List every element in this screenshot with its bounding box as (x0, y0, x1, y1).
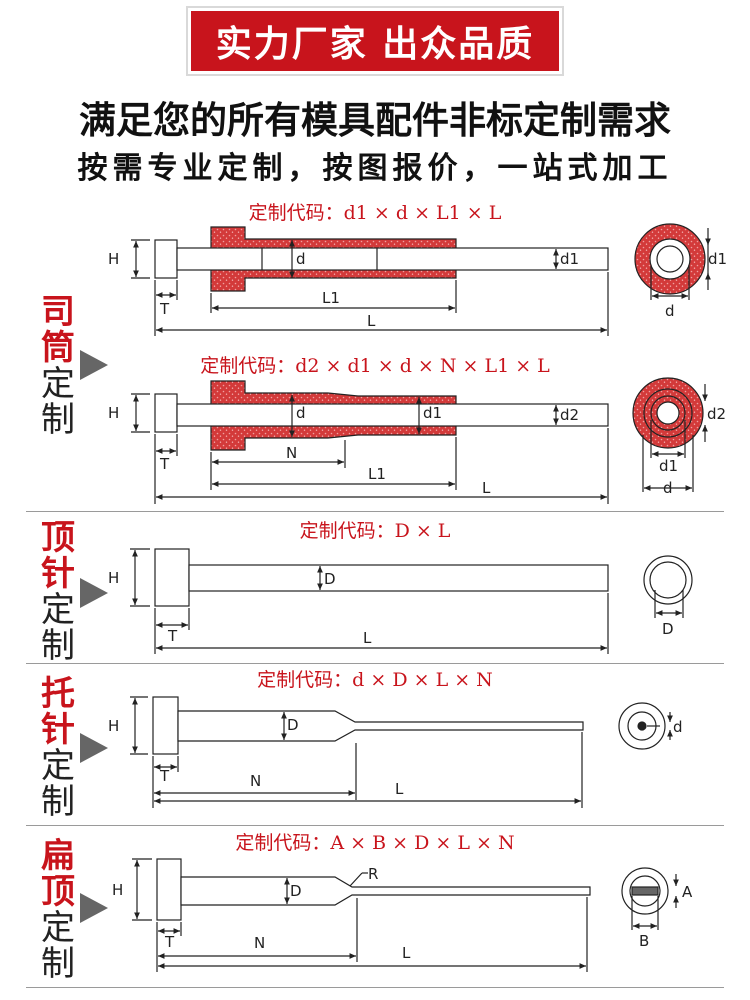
side-char: 制 (41, 944, 75, 984)
dim-label: N (254, 934, 265, 952)
side-char: 扁 (41, 836, 75, 876)
separator (26, 511, 724, 512)
side-char: 托 (41, 674, 75, 714)
side-char: 制 (41, 400, 75, 440)
separator (26, 987, 724, 988)
dim-label: L1 (368, 465, 386, 483)
subheadline: 按需专业定制，按图报价，一站式加工 (77, 151, 673, 186)
separator (26, 825, 724, 826)
flat-pin-code: 定制代码：A × B × D × L × N (235, 832, 515, 854)
side-char: 筒 (41, 328, 75, 368)
dim-label: N (286, 444, 297, 462)
dim-label: D (324, 570, 336, 588)
side-label-stepped: 托 针 定 制 (36, 676, 80, 820)
dim-label: L (395, 780, 404, 798)
dim-label: L1 (322, 289, 340, 307)
dim-label: L (363, 629, 372, 647)
dim-label: H (108, 569, 119, 587)
side-char: 定 (41, 908, 75, 948)
dim-label: T (159, 300, 170, 318)
side-label-flat: 扁 顶 定 制 (36, 838, 80, 982)
side-char: 制 (41, 782, 75, 822)
side-char: 定 (41, 590, 75, 630)
dim-label: T (159, 767, 170, 785)
dim-label: d (673, 718, 683, 736)
dim-label: T (164, 933, 175, 951)
dim-label: d (296, 404, 306, 422)
dim-label: H (108, 404, 119, 422)
dim-label: d1 (423, 404, 442, 422)
dim-label: d1 (708, 250, 727, 268)
side-char: 定 (41, 746, 75, 786)
sleeve-drawing-1: H T d d1 L1 L d1 (108, 223, 727, 336)
play-arrow-icon (80, 733, 108, 763)
sleeve-code-1: 定制代码：d1 × d × L1 × L (248, 202, 502, 224)
side-char: 制 (41, 626, 75, 666)
dim-label: d1 (560, 250, 579, 268)
side-char: 定 (41, 364, 75, 404)
side-char: 顶 (41, 518, 75, 558)
dim-label: T (159, 455, 170, 473)
separator (26, 663, 724, 664)
dim-label: d (663, 479, 673, 497)
banner: 实力厂家 出众品质 (188, 8, 562, 74)
side-label-ejector: 顶 针 定 制 (36, 520, 80, 664)
dim-label: A (682, 883, 693, 901)
dim-label: T (167, 627, 178, 645)
dim-label: B (639, 932, 649, 950)
side-char: 顶 (41, 872, 75, 912)
stepped-pin-drawing: H T D N L d (108, 696, 683, 808)
play-arrow-icon (80, 893, 108, 923)
ejector-code: 定制代码：D × L (299, 520, 451, 542)
dim-label: H (108, 717, 119, 735)
play-arrow-icon (80, 578, 108, 608)
dim-label: D (290, 882, 302, 900)
sleeve-drawing-2: H T d d1 d2 N L1 L (108, 377, 726, 504)
ejector-pin-drawing: H T D L D (108, 548, 693, 654)
side-label-sleeve: 司 筒 定 制 (36, 294, 80, 438)
dim-label: H (112, 881, 123, 899)
dim-label: D (287, 716, 299, 734)
dim-label: d2 (707, 405, 726, 423)
play-arrow-icon (80, 350, 108, 380)
dim-label: D (662, 620, 674, 638)
side-char: 针 (41, 554, 75, 594)
dim-label: d (296, 250, 306, 268)
flat-pin-drawing: H T D R N L A B (112, 858, 693, 972)
dim-label: d1 (659, 457, 678, 475)
side-char: 针 (41, 710, 75, 750)
stepped-pin-code: 定制代码：d × D × L × N (257, 669, 493, 691)
dim-label: R (368, 865, 378, 883)
dim-label: L (482, 479, 491, 497)
sleeve-code-2: 定制代码：d2 × d1 × d × N × L1 × L (200, 355, 550, 377)
dim-label: d2 (560, 406, 579, 424)
side-char: 司 (41, 292, 75, 332)
dim-label: d (665, 302, 675, 320)
dim-label: H (108, 250, 119, 268)
dim-label: L (367, 312, 376, 330)
dim-label: L (402, 944, 411, 962)
dim-label: N (250, 772, 261, 790)
headline: 满足您的所有模具配件非标定制需求 (79, 99, 671, 142)
